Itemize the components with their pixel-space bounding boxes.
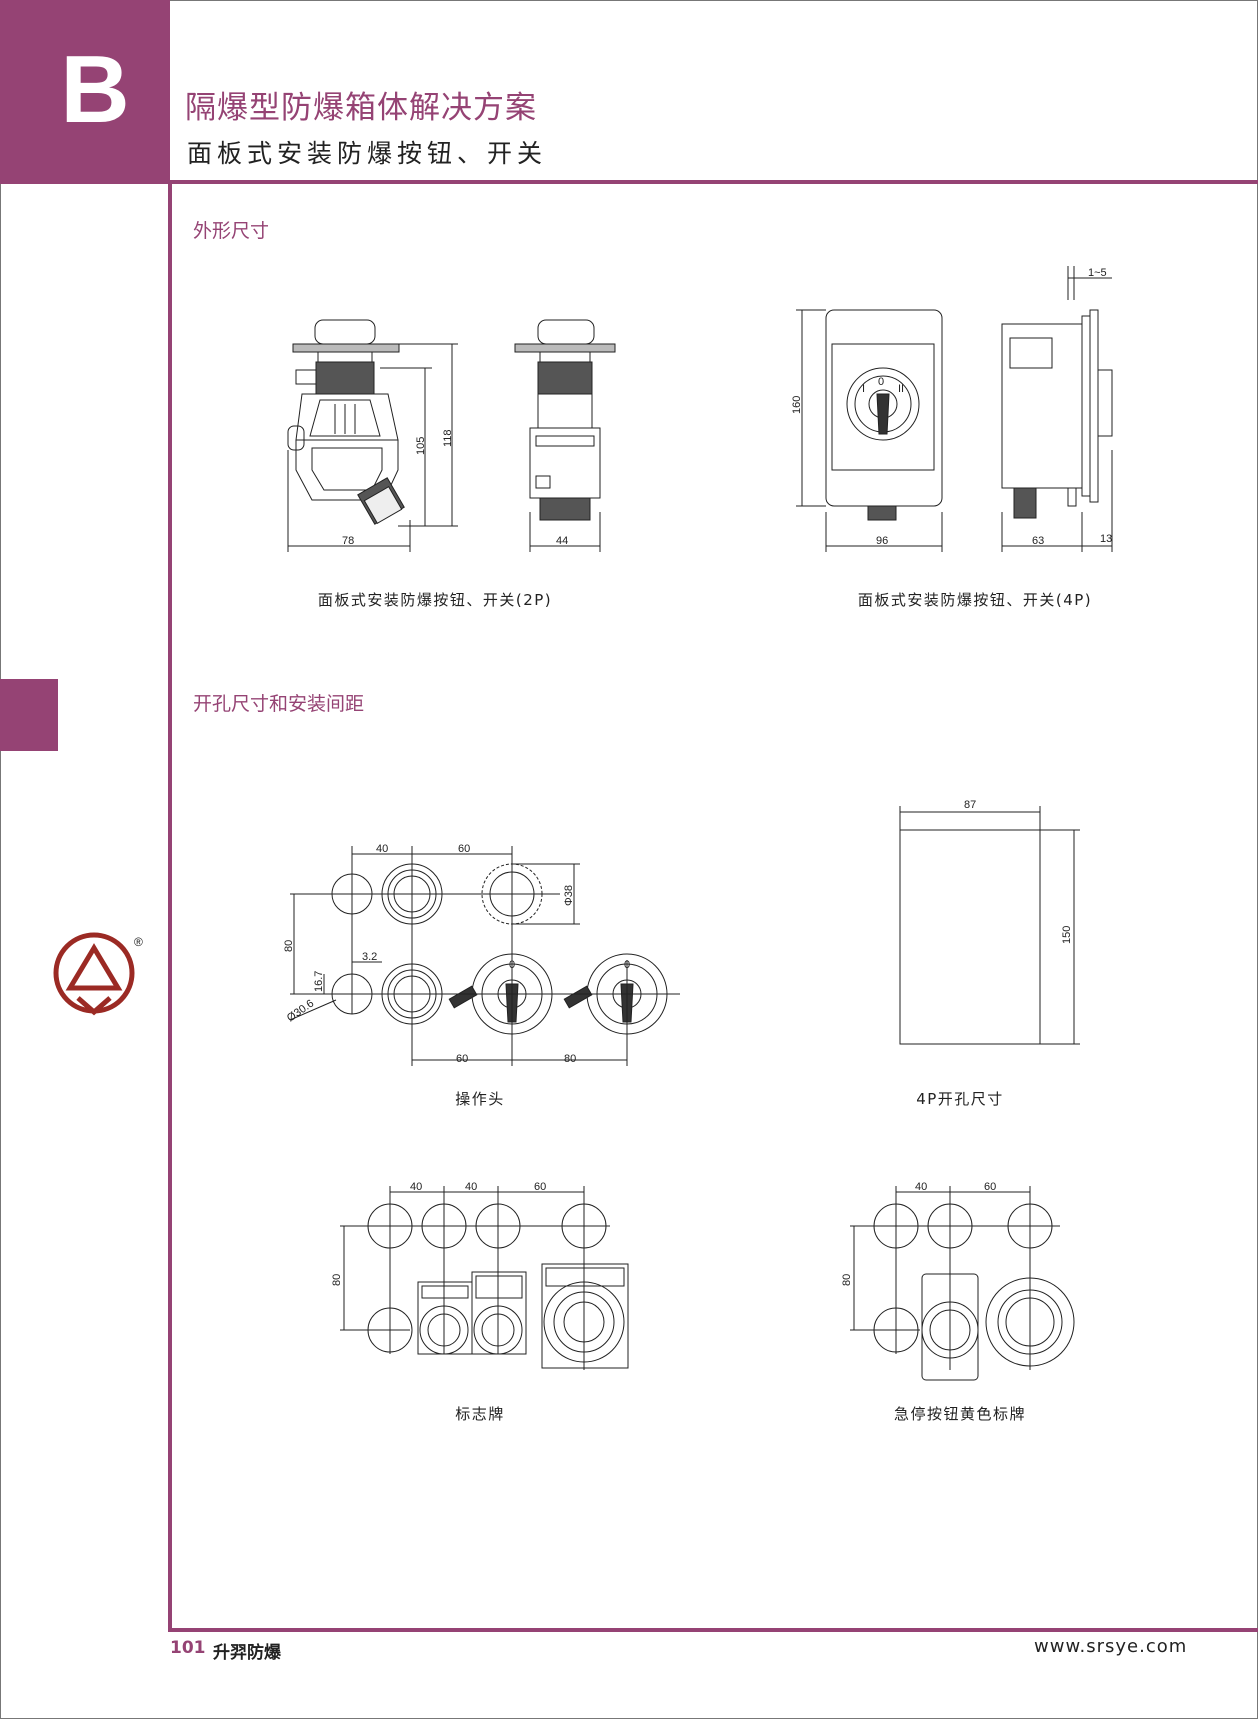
dim-4p-depth: 63 bbox=[1032, 535, 1044, 547]
registered-mark: ® bbox=[134, 935, 143, 949]
section-outline-heading: 外形尺寸 bbox=[193, 220, 270, 242]
switch-pos-0: 0 bbox=[509, 959, 515, 971]
caption-estop-plate: 急停按钮黄色标牌 bbox=[893, 1405, 1026, 1423]
page-title: 隔爆型防爆箱体解决方案 bbox=[185, 90, 537, 126]
dim-2p-side: 44 bbox=[556, 535, 568, 547]
dim-2p-width: 78 bbox=[342, 535, 354, 547]
dim-2p-h1: 105 bbox=[415, 437, 427, 455]
dim-4p-range: 1~5 bbox=[1088, 267, 1107, 279]
side-tab bbox=[0, 679, 58, 751]
dim-op-60b: 60 bbox=[456, 1053, 468, 1065]
section-letter: B bbox=[60, 36, 130, 143]
dim-op-40: 40 bbox=[376, 843, 388, 855]
drawing-2p-front bbox=[287, 319, 405, 525]
dim-op-80v: 80 bbox=[283, 940, 295, 952]
header-rule bbox=[0, 180, 1258, 184]
section-cutout-heading: 开孔尺寸和安装间距 bbox=[193, 693, 365, 715]
caption-2p: 面板式安装防爆按钮、开关(2P) bbox=[317, 591, 553, 609]
dim-c4p-150: 150 bbox=[1061, 926, 1073, 944]
switch-4p-pos-0: 0 bbox=[878, 376, 884, 388]
dim-es-80: 80 bbox=[841, 1274, 853, 1286]
dim-lp-40a: 40 bbox=[410, 1181, 422, 1193]
dims-2p-front bbox=[287, 343, 458, 552]
caption-operator-head: 操作头 bbox=[455, 1090, 505, 1108]
dim-4p-height: 160 bbox=[791, 396, 803, 414]
switch-4p-pos-II: II bbox=[898, 383, 904, 395]
footer-rule bbox=[168, 1628, 1258, 1632]
dim-4p-front: 13 bbox=[1100, 533, 1112, 545]
page-number: 101 bbox=[170, 1638, 206, 1658]
dim-es-60: 60 bbox=[984, 1181, 996, 1193]
drawing-2p-side bbox=[514, 319, 616, 552]
dim-c4p-87: 87 bbox=[964, 799, 976, 811]
dim-op-32: 3.2 bbox=[362, 951, 377, 963]
dim-es-40: 40 bbox=[915, 1181, 927, 1193]
page-subtitle: 面板式安装防爆按钮、开关 bbox=[187, 139, 548, 168]
drawing-4p-front bbox=[796, 309, 943, 552]
dim-op-60a: 60 bbox=[458, 843, 470, 855]
caption-cutout-4p: 4P开孔尺寸 bbox=[916, 1090, 1004, 1108]
drawing-4p-side bbox=[1001, 266, 1113, 552]
drawing-cutout-4p bbox=[899, 806, 1080, 1045]
footer-url: www.srsye.com bbox=[1034, 1636, 1188, 1657]
dim-op-phi38: Φ38 bbox=[563, 885, 575, 906]
dim-lp-80: 80 bbox=[331, 1274, 343, 1286]
dim-4p-width: 96 bbox=[876, 535, 888, 547]
footer-brand: 升羿防爆 bbox=[213, 1643, 281, 1663]
drawing-operator-head bbox=[289, 846, 680, 1066]
caption-label-plate: 标志牌 bbox=[455, 1405, 505, 1423]
dim-lp-60: 60 bbox=[534, 1181, 546, 1193]
drawing-estop-plate bbox=[850, 1186, 1075, 1381]
drawing-label-plate bbox=[340, 1186, 629, 1370]
caption-4p: 面板式安装防爆按钮、开关(4P) bbox=[857, 591, 1093, 609]
dim-2p-h2: 118 bbox=[442, 429, 454, 447]
company-logo bbox=[53, 932, 135, 1016]
switch-pos-0b: 0 bbox=[624, 959, 630, 971]
margin-rule bbox=[168, 180, 172, 1632]
switch-4p-pos-I: I bbox=[862, 383, 865, 395]
dim-op-80b: 80 bbox=[564, 1053, 576, 1065]
dim-op-167: 16.7 bbox=[313, 971, 325, 992]
dim-lp-40b: 40 bbox=[465, 1181, 477, 1193]
section-letter-box bbox=[0, 0, 170, 180]
